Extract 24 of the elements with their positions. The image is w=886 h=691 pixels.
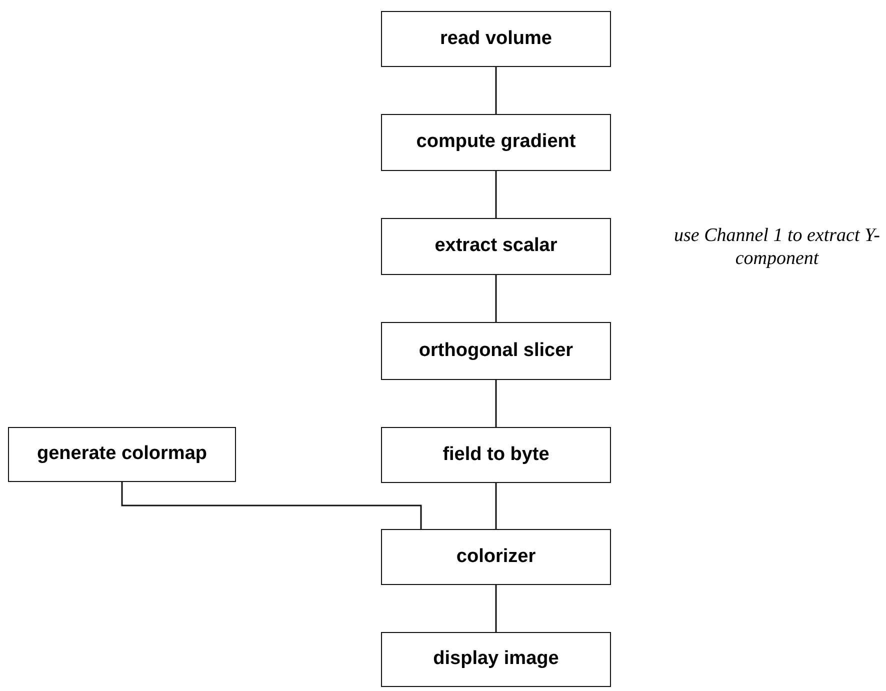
process-box [381, 11, 611, 67]
connector-line [495, 171, 497, 218]
process-label: read volume [440, 26, 552, 51]
process-box [8, 427, 236, 482]
annotation-note: use Channel 1 to extract Y-component [673, 224, 881, 270]
process-label: generate colormap [37, 442, 207, 466]
process-label: colorizer [456, 544, 536, 569]
process-box [381, 218, 611, 275]
process-label: orthogonal slicer [418, 338, 574, 363]
process-box [381, 114, 611, 171]
process-box [381, 529, 611, 585]
process-box [381, 632, 611, 687]
process-label: extract scalar [434, 234, 558, 258]
process-box [381, 427, 611, 483]
process-label: field to byte [442, 442, 550, 467]
process-label: display image [433, 647, 559, 672]
connector-line [495, 275, 497, 322]
process-box [381, 322, 611, 380]
connector-line [121, 482, 422, 529]
connector-line [495, 380, 497, 427]
connector-line [495, 585, 497, 632]
connector-line [495, 483, 497, 529]
process-label: compute gradient [416, 130, 576, 154]
connector-line [495, 67, 497, 114]
